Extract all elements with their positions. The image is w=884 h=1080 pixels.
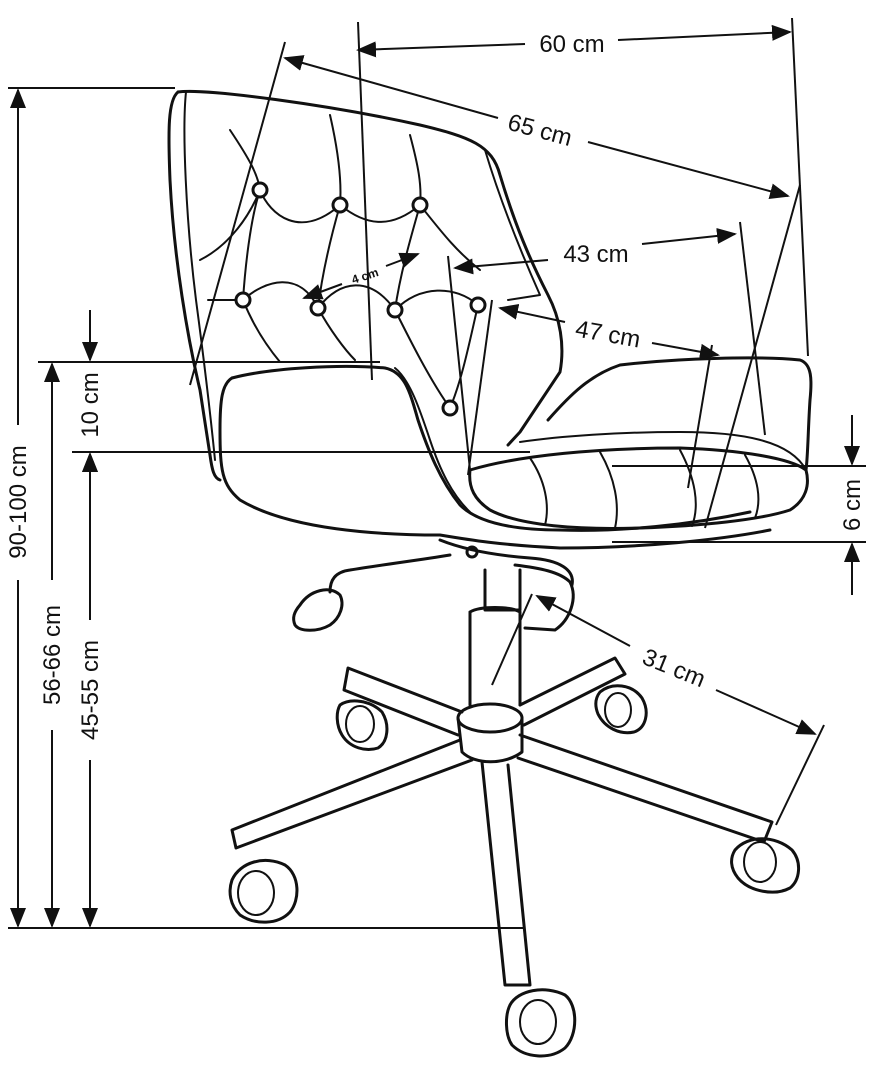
gas-cylinder-top [483, 568, 522, 612]
overall-width-dim-line [587, 141, 790, 200]
caster-front-right [730, 837, 800, 894]
left-armrest-inner [394, 367, 471, 513]
base-leg-front-right [516, 733, 774, 844]
extension-line [189, 41, 286, 386]
seat-seams [529, 449, 760, 529]
arm-width-label: 47 cm [573, 316, 642, 354]
base-hub [456, 702, 524, 734]
total-height-label: 90-100 cm [5, 445, 32, 558]
caster-back-left [335, 699, 389, 751]
tuft-button [234, 291, 252, 309]
seat-depth-dim-line [453, 258, 549, 275]
extension-line [775, 724, 825, 826]
extension-line [739, 221, 766, 436]
seat-depth-dim-line [641, 227, 737, 245]
seat-height-label: 45-55 cm [77, 640, 104, 740]
seat-width-dim-line [356, 41, 526, 58]
backrest-left-inner [183, 91, 216, 461]
backrest-right-fold [484, 149, 541, 301]
base-leg-front-left [230, 738, 474, 850]
armrest-floor-height-label: 56-66 cm [39, 605, 66, 705]
caster-front [505, 988, 577, 1058]
base-radius-dim-line [715, 689, 817, 735]
seat-depth-label: 43 cm [563, 241, 628, 268]
overall-width-dim-line [283, 55, 499, 119]
caster-back-right [594, 684, 648, 735]
extension-line [467, 299, 493, 476]
right-armrest [546, 356, 813, 472]
base-hub-body [456, 716, 524, 764]
seat-cushion [468, 446, 809, 530]
extension-line [447, 255, 471, 471]
seat-width-dim-line [617, 24, 792, 41]
tuft-button [469, 296, 487, 314]
base-radius-label: 31 cm [638, 644, 709, 694]
seat-underside [438, 538, 574, 587]
left-armrest-front [218, 376, 772, 550]
caster-front-left [228, 858, 299, 924]
extension-line [491, 593, 533, 686]
base-radius-dim-line [535, 595, 631, 647]
button-spacing-dim-line [302, 283, 343, 300]
lever-handle [292, 588, 344, 632]
button-spacing-dim-line [385, 252, 420, 268]
backrest-outline [176, 89, 564, 447]
mechanism-bolt [465, 545, 479, 559]
tuft-lines [199, 114, 481, 409]
tuft-button [411, 196, 429, 214]
seat-width-label: 60 cm [539, 31, 604, 58]
extension-line [687, 344, 713, 489]
tuft-button [309, 299, 327, 317]
button-spacing-label: 4 cm [350, 265, 380, 287]
tuft-button [441, 399, 459, 417]
base-leg-front [480, 760, 532, 987]
gas-lift-mechanism [513, 563, 575, 632]
chair-drawing [167, 89, 813, 1058]
tuft-button [386, 301, 404, 319]
dimension-lines [8, 17, 866, 929]
tuft-button [331, 196, 349, 214]
base-leg-back-left [342, 666, 464, 737]
adjustment-lever [328, 553, 452, 594]
backrest-left-edge [167, 90, 222, 482]
overall-width-label: 65 cm [505, 109, 575, 152]
right-armrest-inner [519, 431, 807, 471]
arm-width-dim-line [498, 303, 566, 323]
tuft-button [251, 181, 269, 199]
extension-line [357, 21, 373, 381]
seat-thickness-label: 6 cm [839, 479, 866, 531]
gas-cylinder [468, 606, 522, 707]
arm-width-dim-line [651, 342, 720, 360]
base-leg-back-right [518, 656, 627, 727]
extension-line [704, 184, 801, 529]
armrest-height-label: 10 cm [77, 372, 104, 437]
